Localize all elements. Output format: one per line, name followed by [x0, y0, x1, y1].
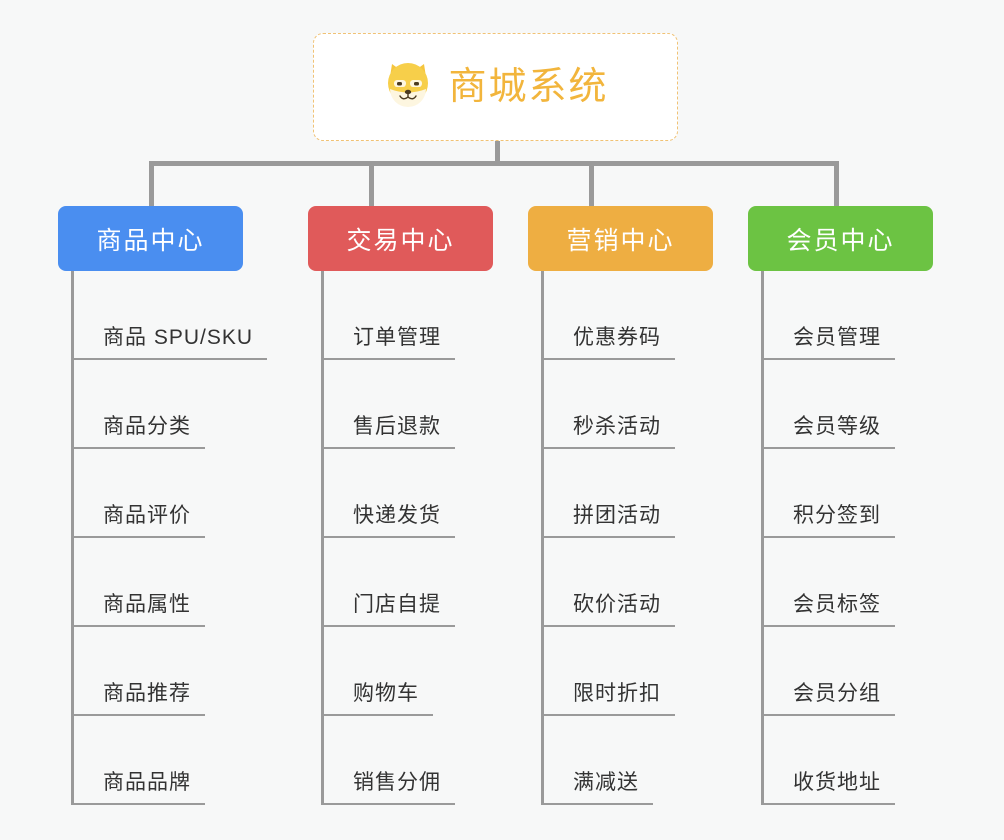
leaf-item[interactable]: 订单管理: [321, 271, 528, 360]
leaf-label: 会员等级: [761, 413, 895, 449]
leaf-label: 砍价活动: [541, 591, 675, 627]
branch-marketing-center: 营销中心 优惠券码 秒杀活动 拼团活动 砍价活动 限时折扣 满减送: [528, 206, 748, 805]
connector-horizontal-bar: [149, 161, 839, 166]
connector-drop-member-center: [834, 161, 839, 206]
leaf-label: 优惠券码: [541, 324, 675, 360]
leaf-item[interactable]: 会员管理: [761, 271, 968, 360]
leaf-item[interactable]: 满减送: [541, 716, 748, 805]
leaf-label: 商品属性: [71, 591, 205, 627]
leaf-item[interactable]: 商品属性: [71, 538, 278, 627]
leaf-item[interactable]: 商品评价: [71, 449, 278, 538]
leaf-list-member-center: 会员管理 会员等级 积分签到 会员标签 会员分组 收货地址: [748, 271, 968, 805]
leaf-label: 销售分佣: [321, 769, 455, 805]
connector-drop-product-center: [149, 161, 154, 206]
leaf-label: 快递发货: [321, 502, 455, 538]
leaf-item[interactable]: 秒杀活动: [541, 360, 748, 449]
leaf-item[interactable]: 快递发货: [321, 449, 528, 538]
leaf-item[interactable]: 优惠券码: [541, 271, 748, 360]
category-header-product-center[interactable]: 商品中心: [58, 206, 243, 271]
category-label: 商品中心: [96, 226, 205, 255]
leaf-item[interactable]: 门店自提: [321, 538, 528, 627]
leaf-item[interactable]: 会员标签: [761, 538, 968, 627]
root-node-title: 商城系统: [448, 66, 609, 108]
category-label: 会员中心: [786, 226, 895, 255]
branch-rail: [71, 271, 74, 805]
leaf-item[interactable]: 售后退款: [321, 360, 528, 449]
root-node-shop-system[interactable]: 商城系统: [313, 33, 678, 141]
leaf-label: 购物车: [321, 680, 433, 716]
connector-drop-trade-center: [369, 161, 374, 206]
branch-rail: [541, 271, 544, 805]
leaf-label: 商品 SPU/SKU: [71, 324, 268, 360]
branch-trade-center: 交易中心 订单管理 售后退款 快递发货 门店自提 购物车 销售分佣: [308, 206, 528, 805]
leaf-item[interactable]: 积分签到: [761, 449, 968, 538]
leaf-label: 秒杀活动: [541, 413, 675, 449]
leaf-list-trade-center: 订单管理 售后退款 快递发货 门店自提 购物车 销售分佣: [308, 271, 528, 805]
leaf-item[interactable]: 购物车: [321, 627, 528, 716]
shiba-dog-icon: [382, 61, 434, 113]
leaf-label: 会员分组: [761, 680, 895, 716]
leaf-item[interactable]: 会员分组: [761, 627, 968, 716]
connector-root-stem: [495, 141, 500, 163]
leaf-list-product-center: 商品 SPU/SKU 商品分类 商品评价 商品属性 商品推荐 商品品牌: [58, 271, 278, 805]
leaf-label: 订单管理: [321, 324, 455, 360]
leaf-label: 门店自提: [321, 591, 455, 627]
category-header-member-center[interactable]: 会员中心: [748, 206, 933, 271]
leaf-label: 会员管理: [761, 324, 895, 360]
connector-drop-marketing-center: [589, 161, 594, 206]
branch-member-center: 会员中心 会员管理 会员等级 积分签到 会员标签 会员分组 收货地址: [748, 206, 968, 805]
leaf-item[interactable]: 销售分佣: [321, 716, 528, 805]
leaf-item[interactable]: 拼团活动: [541, 449, 748, 538]
leaf-item[interactable]: 商品品牌: [71, 716, 278, 805]
leaf-label: 商品品牌: [71, 769, 205, 805]
leaf-label: 会员标签: [761, 591, 895, 627]
category-header-trade-center[interactable]: 交易中心: [308, 206, 493, 271]
leaf-list-marketing-center: 优惠券码 秒杀活动 拼团活动 砍价活动 限时折扣 满减送: [528, 271, 748, 805]
leaf-label: 拼团活动: [541, 502, 675, 538]
leaf-item[interactable]: 收货地址: [761, 716, 968, 805]
leaf-label: 满减送: [541, 769, 653, 805]
leaf-label: 收货地址: [761, 769, 895, 805]
leaf-label: 售后退款: [321, 413, 455, 449]
leaf-item[interactable]: 砍价活动: [541, 538, 748, 627]
leaf-label: 限时折扣: [541, 680, 675, 716]
leaf-item[interactable]: 会员等级: [761, 360, 968, 449]
leaf-item[interactable]: 限时折扣: [541, 627, 748, 716]
leaf-item[interactable]: 商品 SPU/SKU: [71, 271, 278, 360]
leaf-item[interactable]: 商品推荐: [71, 627, 278, 716]
branch-rail: [321, 271, 324, 805]
leaf-label: 积分签到: [761, 502, 895, 538]
category-label: 交易中心: [346, 226, 455, 255]
leaf-label: 商品评价: [71, 502, 205, 538]
leaf-label: 商品推荐: [71, 680, 205, 716]
category-header-marketing-center[interactable]: 营销中心: [528, 206, 713, 271]
category-label: 营销中心: [566, 226, 675, 255]
leaf-label: 商品分类: [71, 413, 205, 449]
leaf-item[interactable]: 商品分类: [71, 360, 278, 449]
branch-product-center: 商品中心 商品 SPU/SKU 商品分类 商品评价 商品属性 商品推荐 商品品牌: [58, 206, 278, 805]
branch-rail: [761, 271, 764, 805]
